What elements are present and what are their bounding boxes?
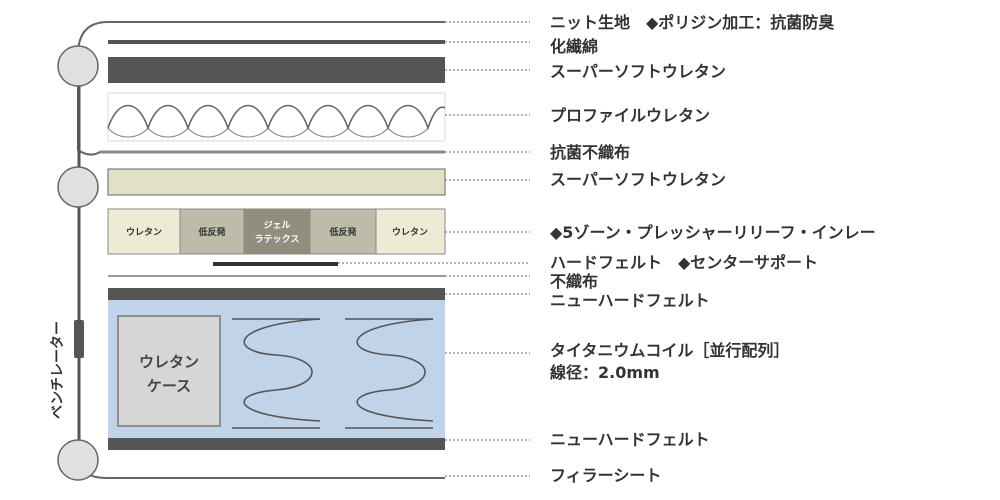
label-fiber: 化繊綿: [550, 37, 598, 56]
coil-spring-2: [345, 318, 434, 429]
edge-circle-bottom: [57, 439, 99, 481]
zone-5-label: ウレタン: [392, 226, 428, 238]
profile-urethane-wave: [107, 104, 446, 131]
zone-3-label-line1: ジェル: [263, 220, 290, 231]
cover-bottom-outline: [77, 459, 445, 479]
edge-circle-mid: [57, 166, 99, 208]
zone-4-label: 低反発: [328, 226, 357, 238]
hard-felt-center-support: [213, 262, 338, 266]
new-hard-felt-band-2: [108, 438, 445, 450]
label-zone-inlay: ◆5ゾーン・プレッシャーリリーフ・インレー: [550, 223, 876, 242]
fiber-band: [108, 40, 445, 44]
label-profile-urethane: プロファイルウレタン: [550, 106, 710, 125]
label-coil-line1: タイタニウムコイル［並行配列］: [550, 341, 789, 360]
super-soft-urethane-band-1: [108, 57, 445, 83]
zone-2: [179, 208, 245, 255]
urethane-case: [117, 315, 221, 427]
label-knit: ニット生地 ◆ポリジン加工：抗菌防臭: [550, 13, 834, 32]
label-new-hard-felt-1: ニューハードフェルト: [550, 291, 710, 310]
label-soft-urethane-2: スーパーソフトウレタン: [550, 170, 726, 189]
coil-spring-1: [232, 318, 321, 429]
zone-1-label: ウレタン: [126, 226, 162, 238]
super-soft-urethane-band-2: [107, 168, 446, 196]
edge-circle-top: [57, 45, 99, 87]
zone-1: [107, 208, 181, 255]
zone-3: [243, 208, 311, 255]
zone-inlay: ウレタン 低反発 ジェル ラテックス 低反発 ウレタン: [107, 208, 446, 255]
leader-lines: [338, 21, 530, 477]
urethane-case-label-line1: ウレタン: [139, 353, 199, 371]
label-coil-line2: 線径：2.0mm: [550, 363, 660, 382]
new-hard-felt-band-1: [108, 288, 445, 300]
profile-urethane-bottom-wave: [107, 127, 429, 138]
label-hard-felt: ハードフェルト ◆センターサポート: [550, 253, 818, 272]
label-nonwoven: 不織布: [550, 272, 598, 291]
ventilator-joint: [74, 320, 84, 358]
ventilator-label: ベンチレーター: [50, 321, 66, 419]
label-filler-sheet: フィラーシート: [550, 466, 661, 485]
label-new-hard-felt-2: ニューハードフェルト: [550, 430, 710, 449]
urethane-case-label-line2: ケース: [147, 377, 191, 395]
label-antibac-nonwoven: 抗菌不織布: [550, 143, 630, 162]
zone-5: [375, 208, 446, 255]
profile-urethane-band: [107, 92, 446, 142]
zone-2-label: 低反発: [197, 226, 226, 238]
zone-3-label-line2: ラテックス: [255, 234, 300, 245]
label-soft-urethane-1: スーパーソフトウレタン: [550, 62, 726, 81]
